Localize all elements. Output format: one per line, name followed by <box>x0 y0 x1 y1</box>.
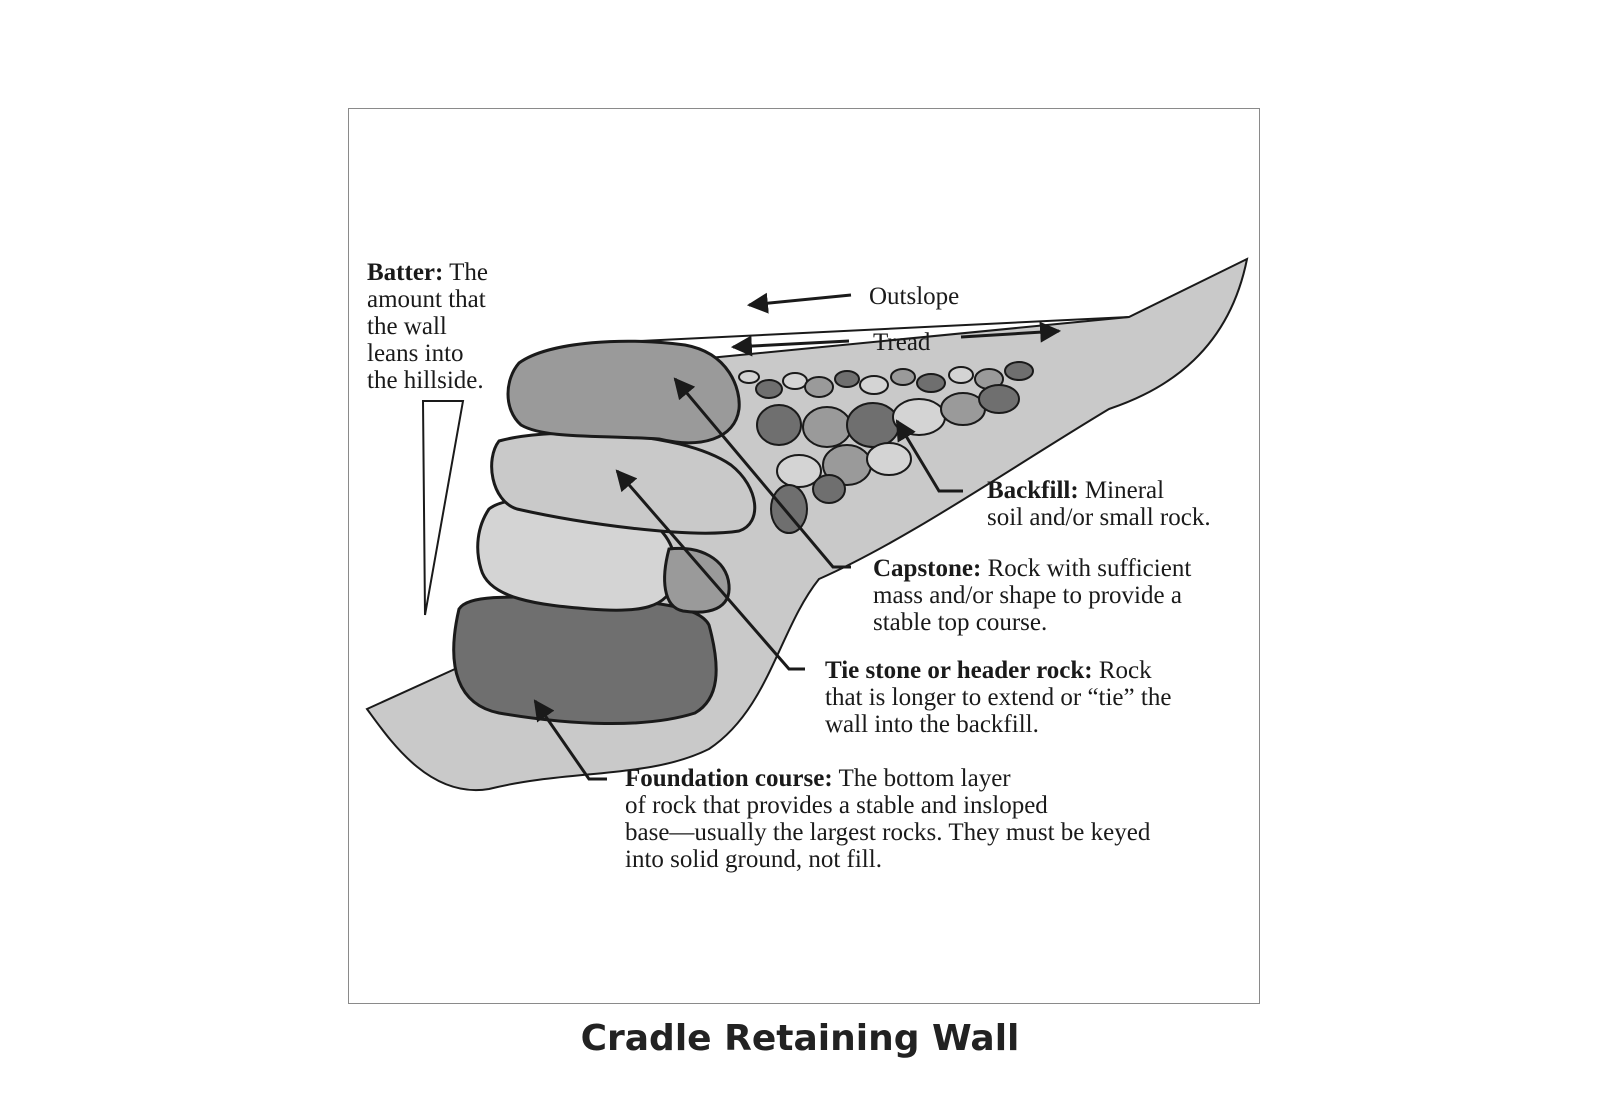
capstone-label: Capstone: Rock with sufficient mass and/… <box>873 555 1191 636</box>
retaining-wall-illustration <box>365 257 1249 792</box>
foundation-leader <box>533 699 607 781</box>
tie-stone-leader <box>615 469 805 671</box>
backfill-rocks <box>738 361 1034 534</box>
backfill-label: Backfill: Mineral soil and/or small rock… <box>987 477 1211 531</box>
capstone-leader <box>673 377 851 569</box>
foundation-stone <box>452 595 718 726</box>
backfill-term: Backfill: <box>987 477 1079 504</box>
arrows <box>533 292 1062 781</box>
wall-stones <box>452 339 757 726</box>
tread-arrow-left <box>730 335 850 357</box>
tie-stone-term: Tie stone or header rock: <box>825 657 1093 684</box>
batter-text: The amount that the wall leans into the … <box>367 259 489 394</box>
tread-label: Tread <box>873 329 931 356</box>
tie-stone-label: Tie stone or header rock: Rock that is l… <box>825 657 1171 738</box>
tread-surface <box>578 316 1130 345</box>
outslope-label: Outslope <box>869 283 960 310</box>
backfill-text: Mineral soil and/or small rock. <box>987 477 1211 531</box>
foundation-label: Foundation course: The bottom layer of r… <box>625 765 1150 873</box>
capstone-text: Rock with sufficient mass and/or shape t… <box>873 555 1192 636</box>
figure-caption: Cradle Retaining Wall <box>580 1018 1020 1059</box>
batter-triangle <box>421 400 465 616</box>
foundation-text: The bottom layer of rock that provides a… <box>625 765 1151 873</box>
side-stone <box>663 546 731 614</box>
diagram-frame: Outslope Tread Batter: The amount that t… <box>348 108 1260 1004</box>
tie-stone-text: Rock that is longer to extend or “tie” t… <box>825 657 1172 738</box>
tread-arrow-right <box>960 321 1062 343</box>
batter-term: Batter: <box>367 259 444 286</box>
capstone-term: Capstone: <box>873 555 982 582</box>
outslope-arrow <box>746 292 852 314</box>
foundation-term: Foundation course: <box>625 765 833 792</box>
batter-label: Batter: The amount that the wall leans i… <box>367 259 488 394</box>
capstone <box>506 339 741 445</box>
backfill-leader <box>895 419 963 493</box>
